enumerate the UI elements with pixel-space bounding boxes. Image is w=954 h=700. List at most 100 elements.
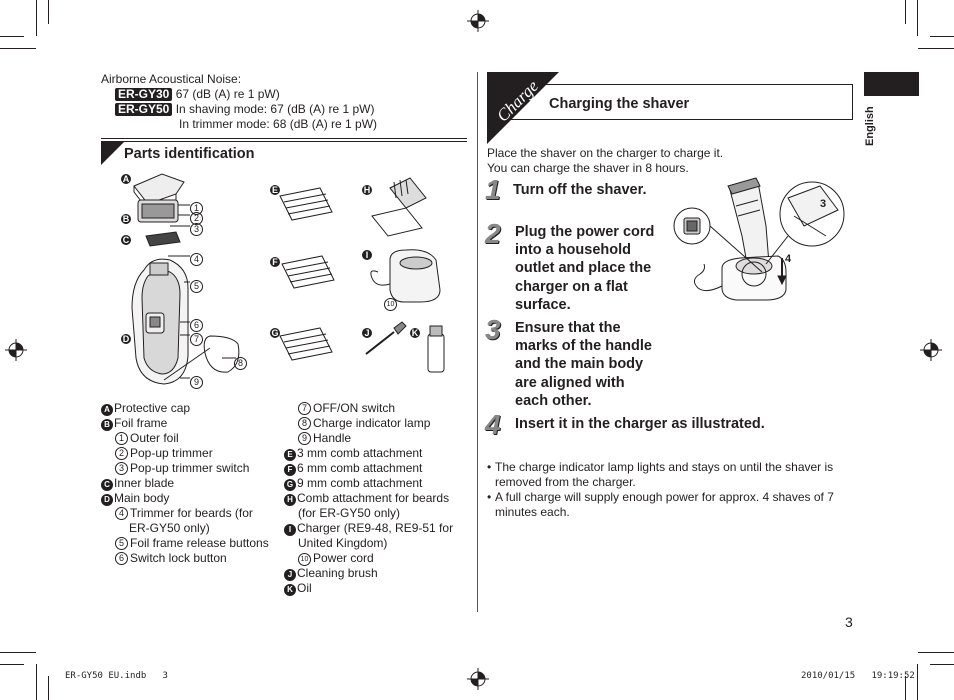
step-number: 4 [485, 409, 501, 440]
heading-corner [101, 141, 125, 165]
parts-illustration [131, 173, 445, 385]
page-number: 3 [845, 614, 853, 630]
step-number: 2 [485, 218, 501, 249]
charge-heading: Charging the shaver [549, 96, 690, 112]
language-tab [864, 72, 919, 96]
step-text: Insert it in the charger as illustrated. [515, 416, 765, 432]
footer-file: ER-GY50 EU.indb 3 [65, 671, 168, 681]
part-name: 3 mm comb attachment [297, 446, 423, 460]
label-j: J [362, 328, 372, 338]
parts-heading: Parts identification [124, 146, 255, 162]
crop-mark [918, 652, 954, 653]
part-name: 9 mm comb attachment [297, 476, 423, 490]
figure-callout-4: 4 [785, 253, 792, 265]
part-name: Trimmer for beards (for [130, 506, 253, 520]
crop-mark [917, 664, 918, 700]
callout-3: 3 [190, 223, 203, 236]
callout-10: 10 [384, 298, 397, 311]
part-number-marker: 5 [115, 537, 128, 550]
step-line: Plug the power cord [515, 224, 655, 240]
callout-9: 9 [190, 376, 203, 389]
label-b: B [121, 214, 131, 224]
language-label: English [864, 106, 876, 146]
model-badge: ER-GY30 [115, 88, 173, 101]
charge-intro: You can charge the shaver in 8 hours. [487, 161, 689, 175]
crop-mark [36, 664, 37, 700]
charge-tab [487, 72, 559, 144]
part-name: OFF/ON switch [313, 401, 396, 415]
figure-callout-3: 3 [820, 198, 827, 210]
part-number-marker: 8 [298, 417, 311, 430]
bullet-line: removed from the charger. [495, 475, 636, 489]
part-name: Foil frame [114, 416, 168, 430]
step-text: Plug the power cord into a household out… [515, 223, 654, 314]
label-c: C [121, 235, 131, 245]
bullet-item: • A full charge will supply enough power… [487, 490, 834, 519]
part-name: Cleaning brush [297, 566, 378, 580]
parts-list-item: (for ER-GY50 only) [284, 506, 453, 521]
step-line: are aligned with [515, 374, 625, 391]
part-name: Comb attachment for beards [297, 491, 450, 505]
noise-value: 67 (dB (A) re 1 pW) [175, 87, 280, 101]
part-number-marker: 3 [115, 462, 128, 475]
noise-row: ER-GY50 In shaving mode: 67 (dB (A) re 1… [115, 102, 374, 117]
step-line: marks of the handle [515, 338, 652, 355]
crop-mark [905, 0, 906, 24]
part-letter-marker: I [284, 524, 296, 536]
part-name: Oil [297, 581, 312, 595]
bullet-line: minutes each. [495, 505, 570, 519]
part-number-marker: 7 [298, 402, 311, 415]
heading-rule [101, 141, 467, 142]
part-name: Protective cap [114, 401, 191, 415]
registration-mark-top [467, 10, 489, 32]
part-letter-marker: K [284, 584, 296, 596]
footer-date: 2010/01/15 19:19:52 [801, 671, 915, 681]
noise-title: Airborne Acoustical Noise: [101, 72, 242, 86]
crop-mark [48, 0, 49, 24]
part-letter-marker: A [101, 404, 113, 416]
crop-mark [0, 48, 36, 49]
parts-list-item: United Kingdom) [284, 536, 453, 551]
label-h: H [362, 185, 372, 195]
step-number: 1 [485, 174, 501, 205]
crop-mark [930, 36, 954, 37]
part-name: Power cord [313, 551, 374, 565]
part-name: Pop-up trimmer [130, 446, 213, 460]
part-letter-marker: F [284, 464, 296, 476]
label-i: I [362, 250, 372, 260]
callout-7: 7 [190, 333, 203, 346]
crop-mark [0, 664, 24, 665]
noise-value: In shaving mode: 67 (dB (A) re 1 pW) [175, 102, 375, 116]
step-line: and the main body [515, 356, 644, 373]
part-number-marker: 4 [115, 507, 128, 520]
part-name: Inner blade [114, 476, 175, 490]
step-line: each other. [515, 392, 592, 409]
part-letter-marker: H [284, 494, 296, 506]
registration-mark-bottom [467, 668, 489, 690]
crop-mark [0, 652, 36, 653]
noise-row: ER-GY30 67 (dB (A) re 1 pW) [115, 87, 280, 102]
part-number-marker: 1 [115, 432, 128, 445]
part-number-marker: 6 [115, 552, 128, 565]
part-name: United Kingdom) [298, 536, 388, 550]
part-name: Charge indicator lamp [313, 416, 431, 430]
step-line: Ensure that the [515, 320, 621, 336]
part-name: 6 mm comb attachment [297, 461, 423, 475]
registration-mark-right [920, 339, 942, 361]
part-name: (for ER-GY50 only) [298, 506, 401, 520]
step-text: Turn off the shaver. [513, 182, 647, 198]
parts-list-item: ER-GY50 only) [101, 521, 269, 536]
part-number-marker: 2 [115, 447, 128, 460]
